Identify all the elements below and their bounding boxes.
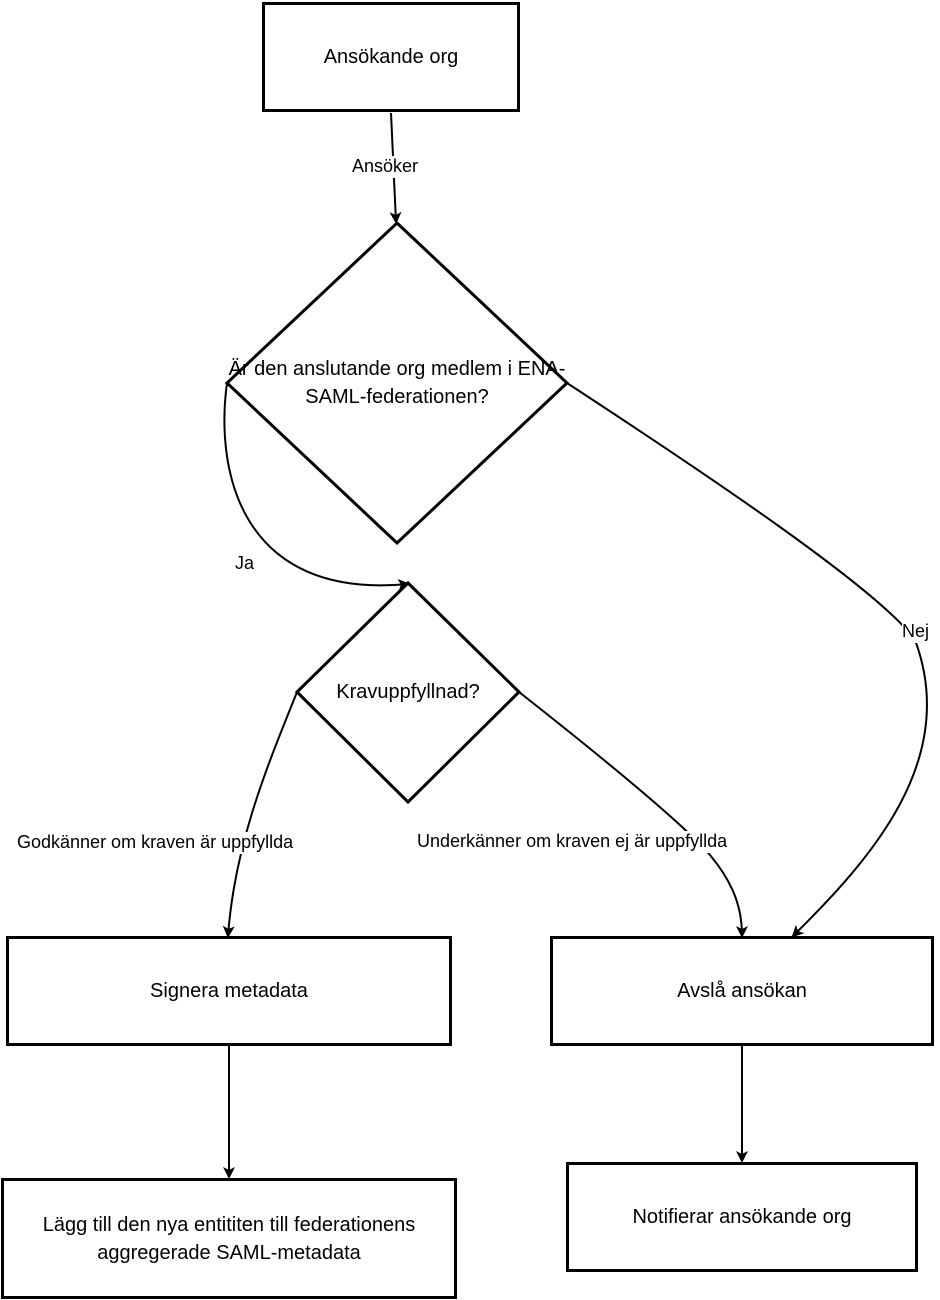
edge-disapprove	[518, 691, 748, 938]
edge-label-disapprove: Underkänner om kraven ej är uppfyllda	[417, 831, 728, 853]
member-decision-diamond	[224, 220, 570, 546]
edge-label-applies: Ansöker	[352, 156, 419, 178]
node-notify: Notifierar ansökande org	[566, 1162, 918, 1272]
node-notify-label: Notifierar ansökande org	[632, 1206, 852, 1228]
edge-approve	[222, 691, 298, 938]
edge-no	[566, 382, 928, 938]
node-add-entity-label: Lägg till den nya entititen till federat…	[42, 1213, 416, 1264]
node-sign-metadata: Signera metadata	[6, 936, 452, 1046]
node-applicant-label: Ansökande org	[323, 46, 459, 68]
node-member-question: Är den anslutande org medlem i ENA-SAML-…	[227, 343, 567, 423]
requirements-decision-diamond	[294, 580, 522, 805]
edge-label-yes: Ja	[235, 553, 255, 575]
node-applicant: Ansökande org	[262, 2, 520, 112]
edge-label-no: Nej	[902, 621, 930, 643]
node-add-entity: Lägg till den nya entititen till federat…	[1, 1178, 457, 1299]
edge-label-approve: Godkänner om kraven är uppfyllda	[17, 832, 294, 854]
node-sign-metadata-label: Signera metadata	[150, 980, 308, 1002]
node-requirements-question-label: Kravuppfyllnad?	[336, 681, 480, 703]
node-member-question-label: Är den anslutande org medlem i ENA-SAML-…	[228, 358, 566, 408]
edge-yes	[223, 382, 410, 591]
node-reject-label: Avslå ansökan	[677, 980, 807, 1002]
node-requirements-question: Kravuppfyllnad?	[297, 672, 519, 712]
node-reject: Avslå ansökan	[550, 936, 934, 1046]
